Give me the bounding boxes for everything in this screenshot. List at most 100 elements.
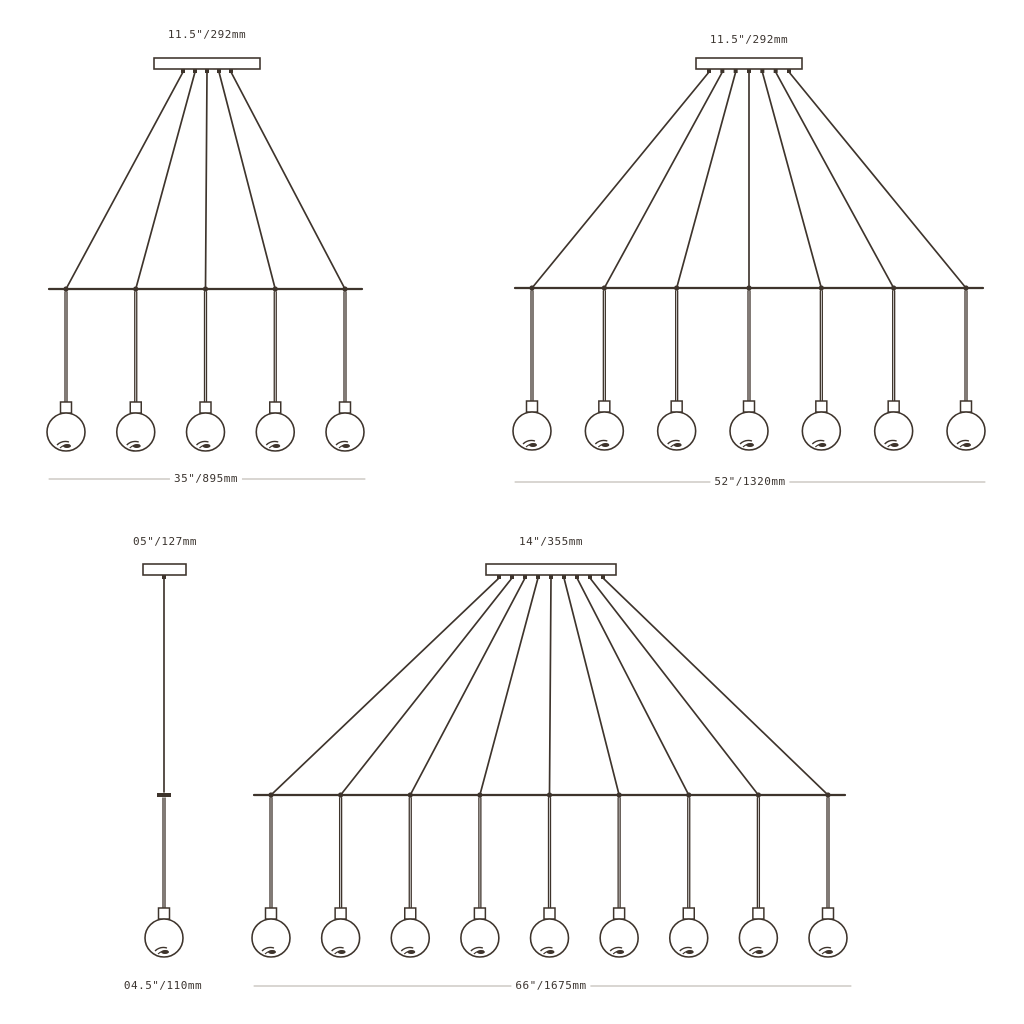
rod-tab xyxy=(562,575,566,579)
support-rod xyxy=(774,71,895,289)
support-rod xyxy=(531,71,710,289)
glass-globe xyxy=(255,412,296,452)
bar-joint xyxy=(546,792,553,798)
bulb-base xyxy=(202,444,211,448)
bar-joint xyxy=(477,792,483,798)
glass-globe xyxy=(656,411,697,451)
filament-mark xyxy=(748,946,762,952)
filament-mark xyxy=(261,946,275,952)
bar-joint xyxy=(755,792,761,798)
width-dimension-five-light: 35"/895mm xyxy=(169,472,243,486)
rod-tab xyxy=(760,69,765,73)
bulb-base xyxy=(818,443,827,447)
support-rod xyxy=(563,577,620,796)
bar-joint xyxy=(63,286,69,292)
bulb-base xyxy=(407,950,416,954)
bar-joint xyxy=(746,285,752,291)
support-rod xyxy=(576,577,690,796)
filament-mark xyxy=(667,439,680,445)
socket xyxy=(815,400,828,413)
support-rod xyxy=(134,71,196,290)
socket xyxy=(404,907,417,920)
rod-tab xyxy=(588,575,592,579)
glass-globe xyxy=(185,412,226,452)
bulb-base xyxy=(546,950,555,954)
glass-globe xyxy=(668,918,709,958)
width-dimension-nine-light: 66"/1675mm xyxy=(511,979,591,993)
filament-mark xyxy=(956,439,970,445)
filament-mark xyxy=(400,946,414,952)
ceiling-canopy-icon xyxy=(485,563,617,576)
fixture-five-light xyxy=(46,57,365,452)
bulb-base xyxy=(825,950,833,954)
bar-joint xyxy=(674,285,680,291)
filament-mark xyxy=(679,946,692,952)
bar-joint xyxy=(616,792,622,798)
bulb-base xyxy=(673,443,682,447)
support-rod xyxy=(602,577,829,796)
bulb-base xyxy=(601,443,610,447)
glass-globe xyxy=(584,411,625,451)
socket xyxy=(338,401,352,414)
filament-mark xyxy=(470,946,484,952)
filament-mark xyxy=(154,946,168,952)
rod-tab xyxy=(205,69,209,73)
socket xyxy=(742,400,756,413)
socket xyxy=(525,400,539,413)
filament-mark xyxy=(818,946,832,952)
bulb-base xyxy=(268,950,276,954)
rod-tab xyxy=(162,575,166,579)
glass-globe xyxy=(460,918,500,958)
fixture-single-light xyxy=(142,563,187,958)
socket xyxy=(821,907,835,920)
rod-tab xyxy=(747,69,751,73)
filament-mark xyxy=(811,439,825,445)
bar-joint xyxy=(686,792,692,798)
rod-tab xyxy=(720,69,725,73)
glass-globe xyxy=(320,918,361,958)
glass-globe xyxy=(599,918,639,958)
socket xyxy=(334,907,347,920)
glass-globe xyxy=(512,411,552,451)
fixture-nine-light xyxy=(251,563,848,958)
filament-mark xyxy=(196,440,209,446)
glass-globe xyxy=(729,411,769,451)
bulb-base xyxy=(337,950,346,954)
bulb-base xyxy=(63,444,71,448)
rod-tab xyxy=(193,69,197,73)
bar-joint xyxy=(272,286,278,292)
filament-mark xyxy=(126,440,139,446)
canopy-dimension-nine-light: 14"/355mm xyxy=(514,535,588,549)
glass-globe xyxy=(529,918,570,958)
bar-joint xyxy=(202,286,209,292)
glass-globe xyxy=(873,411,914,451)
bulb-base xyxy=(132,444,141,448)
bulb-base xyxy=(746,443,754,447)
filament-mark xyxy=(609,946,623,952)
rod-tab xyxy=(773,69,778,73)
bar-joint xyxy=(268,792,274,798)
fixtures xyxy=(46,57,986,958)
bulb-base xyxy=(755,950,764,954)
filament-mark xyxy=(331,946,344,952)
support-rod xyxy=(409,577,526,796)
support-rod xyxy=(589,577,760,796)
glass-globe xyxy=(946,411,986,451)
ceiling-canopy-icon xyxy=(142,563,187,576)
width-dimension-single-light: 04.5"/110mm xyxy=(119,979,207,993)
socket xyxy=(129,401,142,414)
rod-tab xyxy=(536,575,540,579)
filament-mark xyxy=(594,439,608,445)
filament-mark xyxy=(739,439,753,445)
filament-mark xyxy=(335,440,349,446)
glass-globe xyxy=(325,412,365,452)
support-rod xyxy=(204,71,208,290)
bulb-base xyxy=(963,443,971,447)
socket xyxy=(269,401,282,414)
bulb-base xyxy=(272,444,281,448)
support-rod xyxy=(761,71,823,289)
support-rod xyxy=(339,577,513,796)
glass-globe xyxy=(801,411,842,451)
bar-joint xyxy=(963,285,969,291)
